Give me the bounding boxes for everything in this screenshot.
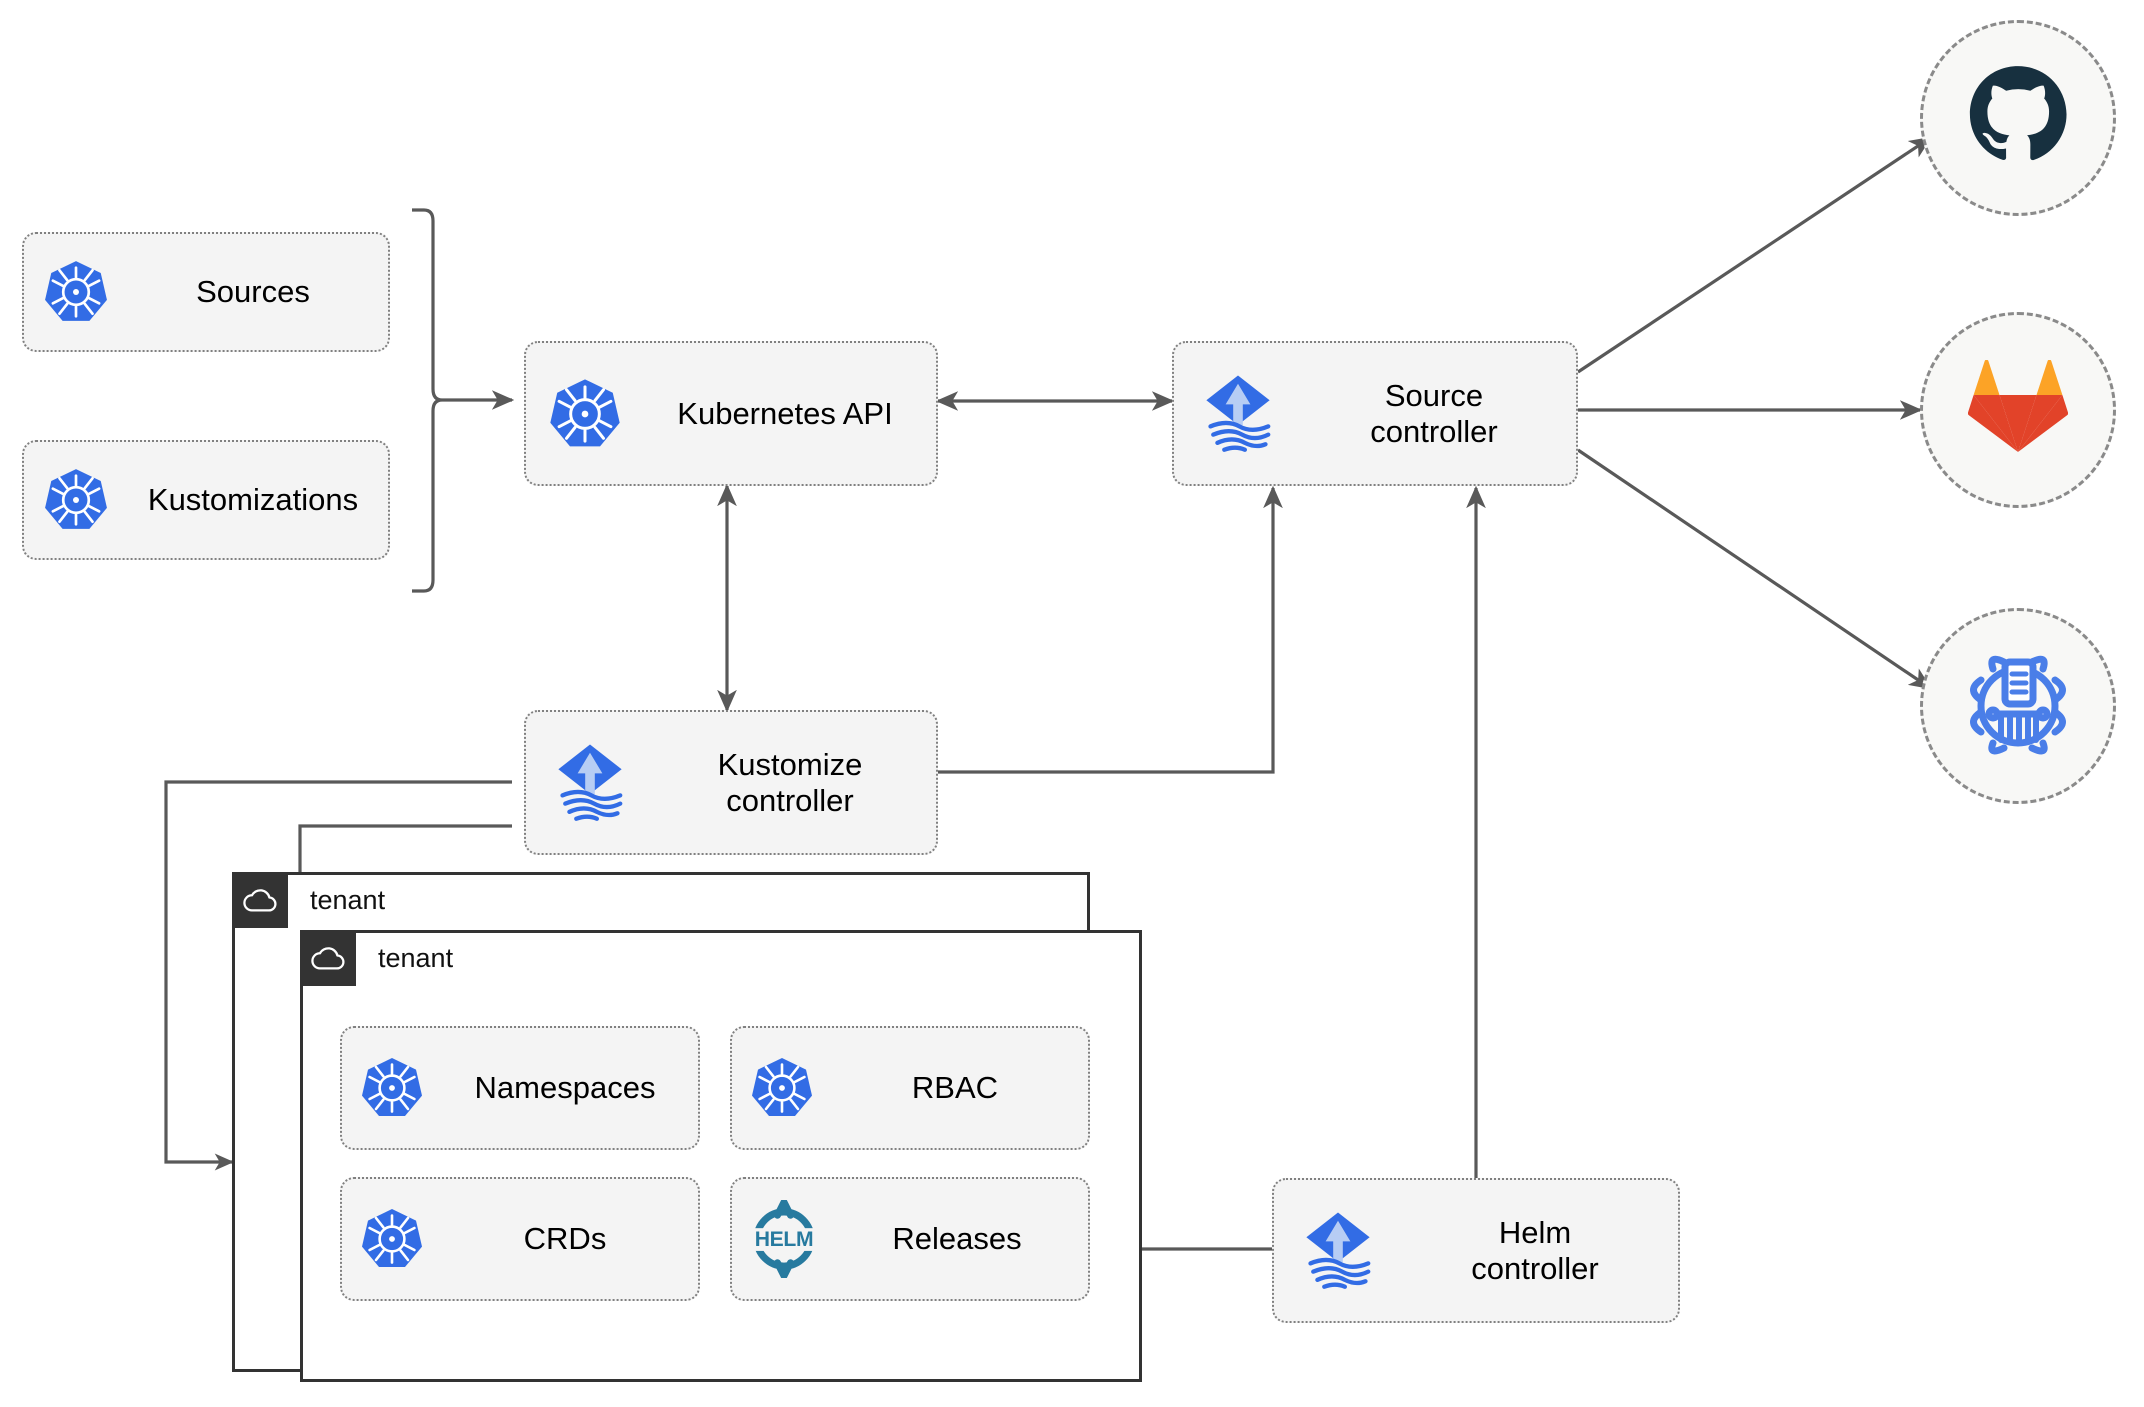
tenant-header-outer: tenant	[232, 872, 385, 928]
endpoint-helm-repository[interactable]	[1920, 608, 2116, 804]
kubernetes-icon	[342, 1207, 442, 1271]
node-rbac[interactable]: RBAC	[730, 1026, 1090, 1150]
node-label: Kubernetes API	[677, 395, 893, 431]
node-label: RBAC	[911, 1070, 999, 1106]
node-label: Helm controller	[1471, 1214, 1599, 1286]
github-icon	[1966, 64, 2070, 173]
node-source-controller[interactable]: Source controller	[1172, 341, 1578, 486]
endpoint-github[interactable]	[1920, 20, 2116, 216]
endpoint-gitlab[interactable]	[1920, 312, 2116, 508]
cloud-icon	[300, 930, 356, 986]
svg-text:HELM: HELM	[755, 1228, 814, 1251]
cloud-icon	[232, 872, 288, 928]
node-kubernetes-api[interactable]: Kubernetes API	[524, 341, 938, 486]
flux-icon	[1174, 370, 1302, 458]
node-label: Sources	[196, 274, 310, 310]
kubernetes-icon	[342, 1056, 442, 1120]
node-kustomizations[interactable]: Kustomizations	[22, 440, 390, 560]
node-label: Kustomize controller	[717, 746, 863, 818]
gitlab-icon	[1967, 359, 2069, 461]
tenant-label: tenant	[310, 884, 386, 915]
kubernetes-icon	[24, 467, 128, 533]
tenant-container-inner	[300, 930, 1142, 1382]
node-namespaces[interactable]: Namespaces	[340, 1026, 700, 1150]
node-label: Releases	[892, 1221, 1022, 1257]
node-releases[interactable]: HELM Releases	[730, 1177, 1090, 1301]
flux-icon	[526, 739, 654, 827]
kubernetes-icon	[24, 259, 128, 325]
flux-icon	[1274, 1207, 1402, 1295]
node-label: Namespaces	[474, 1070, 656, 1106]
kubernetes-icon	[732, 1056, 832, 1120]
node-crds[interactable]: CRDs	[340, 1177, 700, 1301]
kubernetes-icon	[526, 377, 644, 451]
helm-repository-icon	[1962, 650, 2074, 763]
node-label: CRDs	[523, 1221, 607, 1257]
helm-icon: HELM	[732, 1200, 836, 1278]
node-sources[interactable]: Sources	[22, 232, 390, 352]
node-label: Source controller	[1370, 377, 1498, 449]
node-kustomize-controller[interactable]: Kustomize controller	[524, 710, 938, 855]
tenant-label: tenant	[378, 942, 454, 973]
node-label: Kustomizations	[147, 482, 359, 518]
tenant-header-inner: tenant	[300, 930, 453, 986]
node-helm-controller[interactable]: Helm controller	[1272, 1178, 1680, 1323]
